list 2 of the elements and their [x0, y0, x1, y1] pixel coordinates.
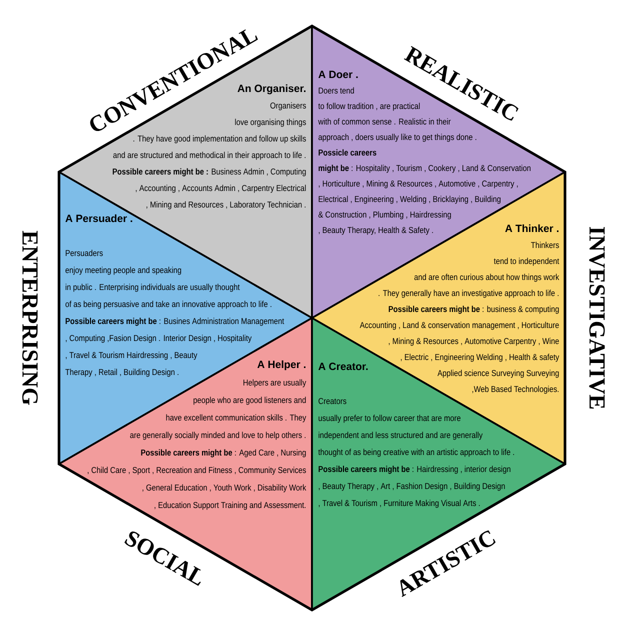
category-label: ENTERPRISING: [22, 230, 38, 405]
category-label: INVESTIGATIVE: [589, 226, 605, 409]
